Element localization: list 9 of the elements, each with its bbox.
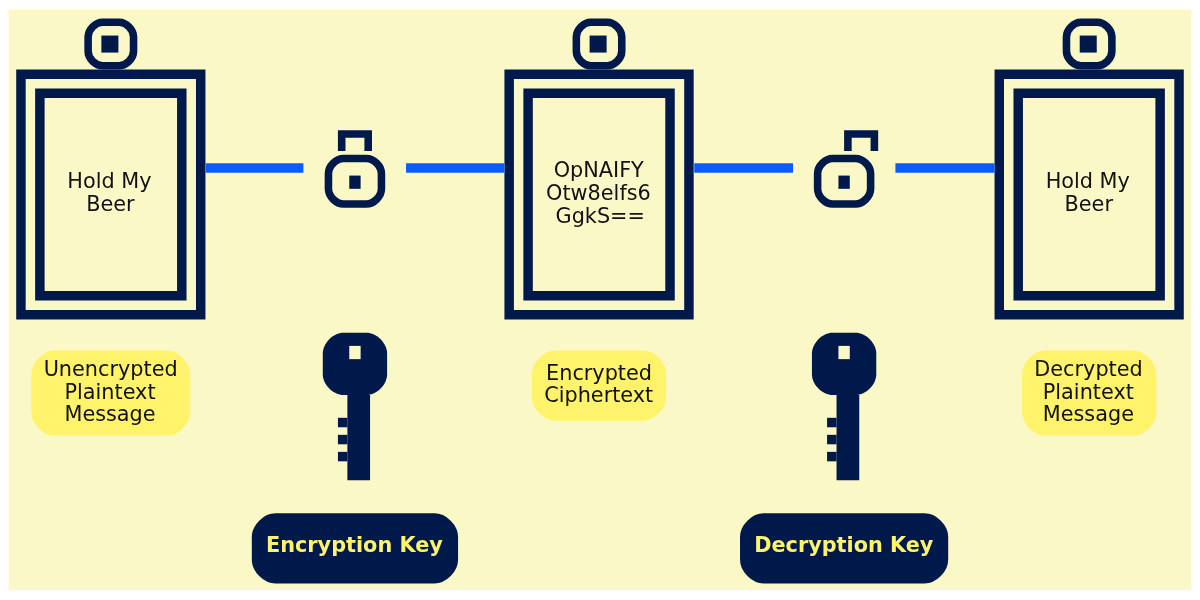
- node-label: Decrypted Plaintext Message: [1034, 356, 1143, 427]
- connector: [205, 163, 304, 173]
- connector: [406, 163, 505, 173]
- node-label: Encrypted Ciphertext: [544, 360, 654, 408]
- node-label: Unencrypted Plaintext Message: [43, 356, 178, 427]
- node-box: Decryption Key: [740, 513, 949, 584]
- connector: [895, 163, 995, 173]
- node-box: Encryption Key: [251, 513, 459, 584]
- connector: [694, 163, 793, 173]
